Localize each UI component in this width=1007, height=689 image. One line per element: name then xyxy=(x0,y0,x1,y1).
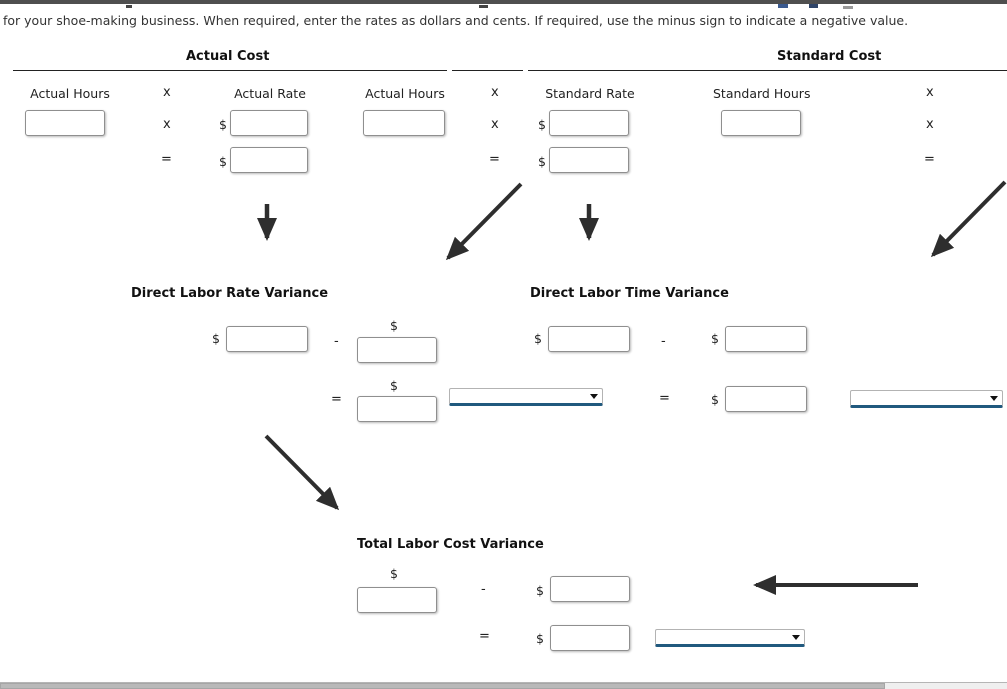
dollar-prefix: $ xyxy=(536,583,544,598)
middle-underline xyxy=(452,70,523,71)
col-actual-rate: Actual Rate xyxy=(234,86,306,101)
actual-hours-1-input[interactable] xyxy=(25,110,105,136)
cropped-text-fragment xyxy=(126,5,132,8)
multiply-symbol: x xyxy=(163,117,171,132)
cropped-text-fragment xyxy=(778,4,788,8)
dollar-prefix: $ xyxy=(534,331,542,346)
time-variance-effect-select[interactable] xyxy=(850,390,1003,408)
standard-hours-input[interactable] xyxy=(721,110,801,136)
dollar-above: $ xyxy=(390,566,398,581)
equals-symbol: = xyxy=(161,152,172,167)
cropped-top-bar xyxy=(0,0,1007,4)
arrow-diagonal-to-total-variance xyxy=(264,434,340,511)
actual-cost-underline xyxy=(13,70,447,71)
cropped-text-fragment xyxy=(479,5,488,8)
actual-rate-input[interactable] xyxy=(230,110,308,136)
minus-symbol: - xyxy=(481,582,486,597)
multiply-symbol: x xyxy=(491,117,499,132)
time-variance-subtrahend-input[interactable] xyxy=(725,326,807,352)
actual-cost-header: Actual Cost xyxy=(186,49,270,64)
dropdown-arrow-icon xyxy=(990,396,998,401)
time-variance-result-input[interactable] xyxy=(725,386,807,412)
dollar-above: $ xyxy=(390,378,398,393)
rate-variance-result-input[interactable] xyxy=(357,396,437,422)
equals-symbol: = xyxy=(331,392,342,407)
multiply-symbol: x xyxy=(926,117,934,132)
equals-symbol: = xyxy=(479,629,490,644)
dollar-prefix: $ xyxy=(711,392,719,407)
standard-rate-input[interactable] xyxy=(549,110,629,136)
equals-symbol: = xyxy=(489,152,500,167)
total-variance-result-input[interactable] xyxy=(550,625,630,651)
total-variance-subtrahend-input[interactable] xyxy=(550,576,630,602)
multiply-symbol: x xyxy=(163,85,171,100)
rate-variance-subtrahend-input[interactable] xyxy=(357,337,437,363)
col-standard-hours: Standard Hours xyxy=(713,86,811,101)
multiply-symbol: x xyxy=(491,85,499,100)
minus-symbol: - xyxy=(334,334,339,349)
total-variance-effect-select[interactable] xyxy=(655,629,805,647)
equals-symbol: = xyxy=(659,391,670,406)
total-variance-minuend-input[interactable] xyxy=(357,587,437,613)
multiply-symbol: x xyxy=(926,85,934,100)
dollar-above: $ xyxy=(390,318,398,333)
content-bottom-border xyxy=(0,682,1007,683)
dollar-prefix: $ xyxy=(538,117,546,132)
actual-hours-2-input[interactable] xyxy=(363,110,445,136)
rate-variance-effect-select[interactable] xyxy=(449,388,603,406)
dollar-prefix: $ xyxy=(219,117,227,132)
cropped-text-fragment xyxy=(843,6,853,9)
dollar-prefix: $ xyxy=(538,154,546,169)
instruction-text: for your shoe-making business. When requ… xyxy=(3,13,909,28)
flexible-cost-total-input[interactable] xyxy=(549,147,629,173)
dollar-prefix: $ xyxy=(219,154,227,169)
horizontal-scrollbar-thumb[interactable] xyxy=(0,683,885,689)
col-standard-rate: Standard Rate xyxy=(545,86,635,101)
dollar-prefix: $ xyxy=(212,331,220,346)
dollar-prefix: $ xyxy=(536,631,544,646)
cropped-text-fragment xyxy=(809,4,818,8)
rate-variance-minuend-input[interactable] xyxy=(226,326,308,352)
arrow-diagonal-to-rate-variance xyxy=(445,182,523,261)
col-actual-hours-2: Actual Hours xyxy=(365,86,445,101)
actual-cost-total-input[interactable] xyxy=(230,147,308,173)
minus-symbol: - xyxy=(661,334,666,349)
standard-cost-header: Standard Cost xyxy=(777,49,882,64)
total-variance-title: Total Labor Cost Variance xyxy=(357,537,544,552)
rate-variance-title: Direct Labor Rate Variance xyxy=(131,286,329,301)
col-actual-hours-1: Actual Hours xyxy=(30,86,110,101)
arrow-diagonal-to-time-variance xyxy=(930,180,1007,258)
dropdown-arrow-icon xyxy=(792,635,800,640)
standard-cost-underline xyxy=(528,70,1007,71)
time-variance-minuend-input[interactable] xyxy=(548,326,630,352)
dropdown-arrow-icon xyxy=(590,394,598,399)
dollar-prefix: $ xyxy=(711,331,719,346)
equals-symbol: = xyxy=(924,152,935,167)
time-variance-title: Direct Labor Time Variance xyxy=(530,286,729,301)
